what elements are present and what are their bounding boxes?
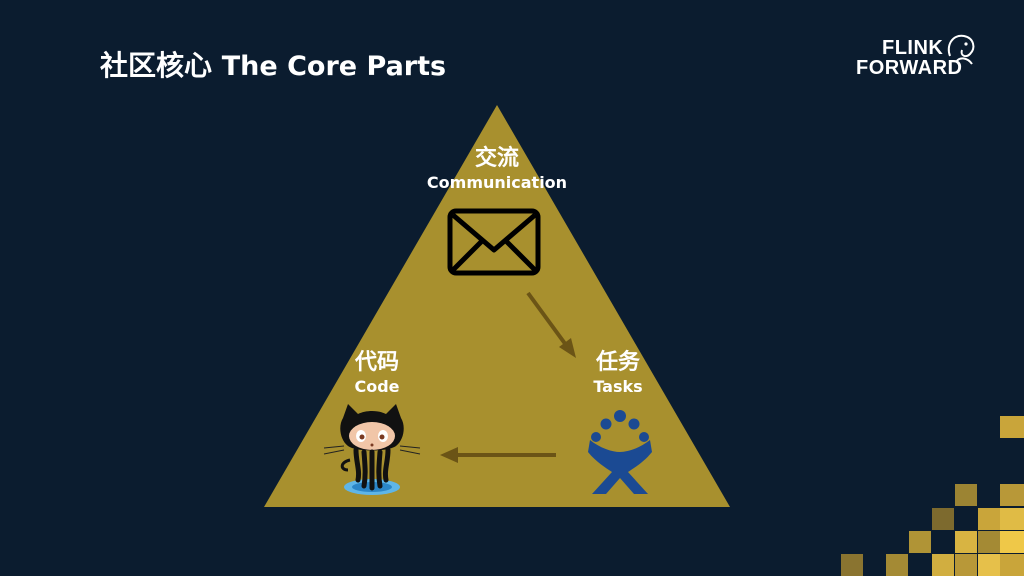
decor-pixel	[932, 508, 954, 530]
label-tasks: 任务 Tasks	[568, 350, 668, 398]
logo-line-1: FLINK	[882, 37, 944, 59]
decor-pixel	[886, 554, 908, 576]
label-code-zh: 代码	[354, 350, 399, 375]
decor-pixel	[1000, 416, 1024, 438]
decor-pixel	[841, 554, 863, 576]
label-code: 代码 Code	[327, 350, 427, 398]
label-communication: 交流 Communication	[412, 146, 582, 194]
squirrel-icon	[947, 34, 975, 65]
jira-logo-icon	[588, 410, 652, 494]
github-octocat-icon	[323, 404, 421, 495]
label-communication-en: Communication	[426, 173, 568, 192]
decor-pixel	[978, 508, 1000, 530]
arrow-communication-to-tasks	[526, 291, 576, 358]
decor-pixel	[932, 554, 954, 576]
triangle-background	[264, 105, 730, 507]
logo-line-2: FORWARD	[856, 57, 963, 79]
decor-pixel	[1000, 508, 1024, 530]
decor-pixel	[1000, 531, 1024, 553]
decor-pixel	[1000, 484, 1024, 506]
decor-pixel	[955, 554, 977, 576]
decor-pixel	[978, 531, 1000, 553]
title-en: The Core Parts	[221, 51, 447, 82]
envelope-icon	[447, 208, 541, 276]
label-tasks-en: Tasks	[593, 377, 643, 396]
decor-pixel	[978, 554, 1000, 576]
flink-forward-logo: FLINK FORWARD	[856, 34, 982, 82]
arrow-tasks-to-code	[440, 447, 556, 463]
decor-pixel	[955, 484, 977, 506]
decor-pixel	[955, 531, 977, 553]
decor-pixel	[909, 531, 931, 553]
label-communication-zh: 交流	[474, 146, 519, 171]
title-zh: 社区核心	[100, 49, 213, 82]
label-code-en: Code	[354, 377, 400, 396]
page-title: 社区核心 The Core Parts	[100, 44, 446, 84]
label-tasks-zh: 任务	[595, 350, 640, 375]
decor-pixel	[1000, 554, 1024, 576]
